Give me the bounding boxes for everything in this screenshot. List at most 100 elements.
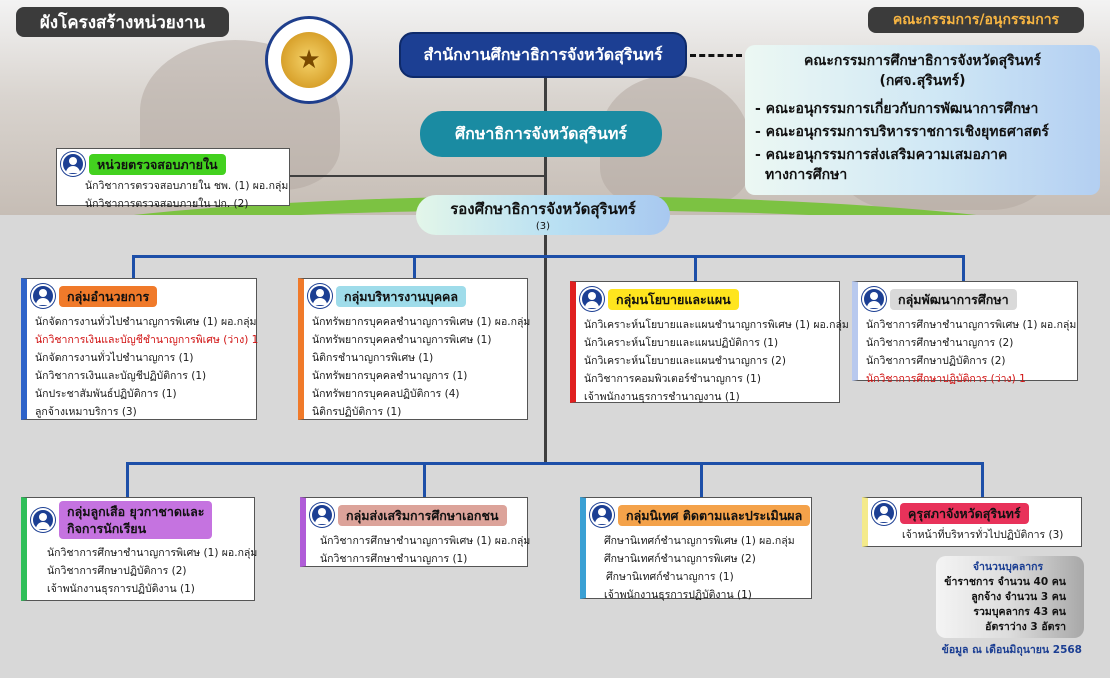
group-row: นักวิชาการคอมพิวเตอร์ชำนาญการ (1) [584,373,761,385]
person-icon [310,503,334,527]
data-date-note: ข้อมูล ณ เดือนมิถุนายน 2568 [941,644,1082,656]
person-icon [872,501,896,525]
deputy-name: รองศึกษาธิการจังหวัดสุรินทร์ [450,200,636,218]
staff-summary: จำนวนบุคลากร ข้าราชการ จำนวน 40 คน ลูกจ้… [936,556,1084,638]
committee-item: - คณะอนุกรรมการเกี่ยวกับการพัฒนาการศึกษา [755,101,1039,117]
group-row: ศึกษานิเทศก์ชำนาญการ (1) [606,571,734,583]
page-title: ผังโครงสร้างหน่วยงาน [16,7,229,37]
group-row-vacant: นักวิชาการศึกษาปฏิบัติการ (ว่าง) 1 [866,373,1026,385]
group-row: นักประชาสัมพันธ์ปฏิบัติการ (1) [35,388,177,400]
group-row: นักวิชาการเงินและบัญชีปฏิบัติการ (1) [35,370,207,382]
drop-g4 [962,255,965,281]
staff-line: อัตราว่าง 3 อัตรา [985,621,1066,633]
person-icon [308,284,332,308]
director-box: ศึกษาธิการจังหวัดสุรินทร์ [420,111,662,157]
group-row: นักวิชาการศึกษาชำนาญการพิเศษ (1) ผอ.กลุ่… [320,535,531,547]
audit-card: หน่วยตรวจสอบภายใน นักวิชาการตรวจสอบภายใน… [56,148,290,210]
staff-line: ข้าราชการ จำนวน 40 คน [944,576,1066,588]
trunk-line [544,78,547,463]
group-title: กลุ่มส่งเสริมการศึกษาเอกชน [338,504,507,526]
group-title: กลุ่มลูกเสือ ยุวกาชาดและ กิจการนักเรียน [59,501,213,539]
group-row: นักวิชาการศึกษาชำนาญการพิเศษ (1) ผอ.กลุ่… [47,547,258,559]
row2-connector [126,462,983,465]
group-row: เจ้าหน้าที่บริหารทั่วไปปฏิบัติการ (3) [902,529,1064,541]
audit-title: หน่วยตรวจสอบภายใน [89,153,226,175]
committee-label: คณะกรรมการ/อนุกรรมการ [868,7,1084,33]
page-title-text: ผังโครงสร้างหน่วยงาน [39,12,206,33]
group-row: เจ้าพนักงานธุรการปฏิบัติงาน (1) [604,589,752,601]
person-icon [862,287,886,311]
drop-g5 [126,462,129,498]
group-row: นักวิชาการศึกษาปฏิบัติการ (2) [866,355,1006,367]
dashed-connector [690,54,742,57]
drop-g2 [413,255,416,279]
committee-item: - คณะอนุกรรมการส่งเสริมความเสมอภาค [755,147,1008,163]
group-row: นักทรัพยากรบุคคลชำนาญการพิเศษ (1) [312,334,492,346]
committee-title: คณะกรรมการศึกษาธิการจังหวัดสุรินทร์ [804,53,1041,69]
group-row: นักวิเคราะห์นโยบายและแผนชำนาญการ (2) [584,355,786,367]
group-card-supervision: กลุ่มนิเทศ ติดตามและประเมินผล ศึกษานิเทศ… [580,497,812,601]
group-row: นักวิเคราะห์นโยบายและแผนปฏิบัติการ (1) [584,337,779,349]
group-card-personnel: กลุ่มบริหารงานบุคคล นักทรัพยากรบุคคลชำนา… [298,278,531,420]
staff-title: จำนวนบุคลากร [972,561,1044,573]
group-row: นักจัดการงานทั่วไปชำนาญการ (1) [35,352,194,364]
group-row-vacant: นักวิชาการเงินและบัญชีชำนาญการพิเศษ (ว่า… [35,334,259,346]
group-row: นิติกรปฏิบัติการ (1) [312,406,402,418]
drop-g7 [700,462,703,498]
staff-line: รวมบุคลากร 43 คน [973,606,1066,618]
group-title: คุรุสภาจังหวัดสุรินทร์ [900,502,1029,524]
group-title-line: กลุ่มลูกเสือ ยุวกาชาดและ [67,504,205,519]
group-row: เจ้าพนักงานธุรการปฏิบัติงาน (1) [47,583,195,595]
group-title: กลุ่มอำนวยการ [59,285,158,307]
audit-row: นักวิชาการตรวจสอบภายใน ชพ. (1) ผอ.กลุ่ม [85,180,289,192]
group-title: กลุ่มพัฒนาการศึกษา [890,288,1017,310]
committee-item: ทางการศึกษา [765,167,848,183]
group-card-teachers-council: คุรุสภาจังหวัดสุรินทร์ เจ้าหน้าที่บริหาร… [862,497,1082,547]
group-card-development: กลุ่มพัฒนาการศึกษา นักวิชาการศึกษาชำนาญก… [852,281,1078,385]
group-row: เจ้าพนักงานธุรการชำนาญงาน (1) [584,391,740,403]
committee-label-text: คณะกรรมการ/อนุกรรมการ [892,12,1060,28]
person-icon [590,503,614,527]
drop-g3 [694,255,697,281]
group-row: นักทรัพยากรบุคคลชำนาญการพิเศษ (1) ผอ.กลุ… [312,316,531,328]
group-card-policy: กลุ่มนโยบายและแผน นักวิเคราะห์นโยบายและแ… [570,281,849,403]
group-title-line: กิจการนักเรียน [67,521,147,536]
group-row: นักจัดการงานทั่วไปชำนาญการพิเศษ (1) ผอ.ก… [35,316,257,328]
director-name: ศึกษาธิการจังหวัดสุรินทร์ [455,123,627,143]
group-row: นักวิชาการศึกษาชำนาญการ (2) [866,337,1014,349]
group-row: นักวิเคราะห์นโยบายและแผนชำนาญการพิเศษ (1… [584,319,849,331]
group-card-scouts: กลุ่มลูกเสือ ยุวกาชาดและ กิจการนักเรียน … [21,497,258,601]
person-icon [61,152,85,176]
group-title: กลุ่มบริหารงานบุคคล [336,285,467,307]
audit-connector [290,175,546,177]
person-icon [31,508,55,532]
group-title: กลุ่มนโยบายและแผน [608,288,739,310]
drop-g1 [132,255,135,279]
emblem-icon: ★ [281,32,337,88]
office-name: สำนักงานศึกษาธิการจังหวัดสุรินทร์ [423,44,663,64]
group-row: ลูกจ้างเหมาบริการ (3) [35,406,137,418]
group-row: นักทรัพยากรบุคคลชำนาญการ (1) [312,370,468,382]
group-card-admin: กลุ่มอำนวยการ นักจัดการงานทั่วไปชำนาญการ… [21,278,259,420]
drop-g8 [981,462,984,498]
group-row: นักทรัพยากรบุคคลปฏิบัติการ (4) [312,388,460,400]
group-row: นิติกรชำนาญการพิเศษ (1) [312,352,434,364]
deputy-box: รองศึกษาธิการจังหวัดสุรินทร์ (3) [416,195,670,235]
group-row: นักวิชาการศึกษาชำนาญการ (1) [320,553,468,565]
deputy-count: (3) [535,221,551,232]
row1-connector [132,255,964,258]
person-icon [31,284,55,308]
office-box: สำนักงานศึกษาธิการจังหวัดสุรินทร์ [399,32,687,78]
audit-row: นักวิชาการตรวจสอบภายใน ปก. (2) [85,198,249,210]
group-row: ศึกษานิเทศก์ชำนาญการพิเศษ (2) [604,553,756,565]
agency-seal-icon: ★ [265,16,353,104]
person-icon [580,287,604,311]
committee-panel: คณะกรรมการศึกษาธิการจังหวัดสุรินทร์ (กศจ… [745,45,1100,195]
committee-item: - คณะอนุกรรมการบริหารราชการเชิงยุทธศาสตร… [755,124,1049,140]
group-row: นักวิชาการศึกษาปฏิบัติการ (2) [47,565,187,577]
group-card-private-education: กลุ่มส่งเสริมการศึกษาเอกชน นักวิชาการศึก… [300,497,531,567]
group-row: นักวิชาการศึกษาชำนาญการพิเศษ (1) ผอ.กลุ่… [866,319,1077,331]
staff-line: ลูกจ้าง จำนวน 3 คน [971,591,1066,603]
group-row: ศึกษานิเทศก์ชำนาญการพิเศษ (1) ผอ.กลุ่ม [604,535,795,547]
group-title: กลุ่มนิเทศ ติดตามและประเมินผล [618,504,811,526]
